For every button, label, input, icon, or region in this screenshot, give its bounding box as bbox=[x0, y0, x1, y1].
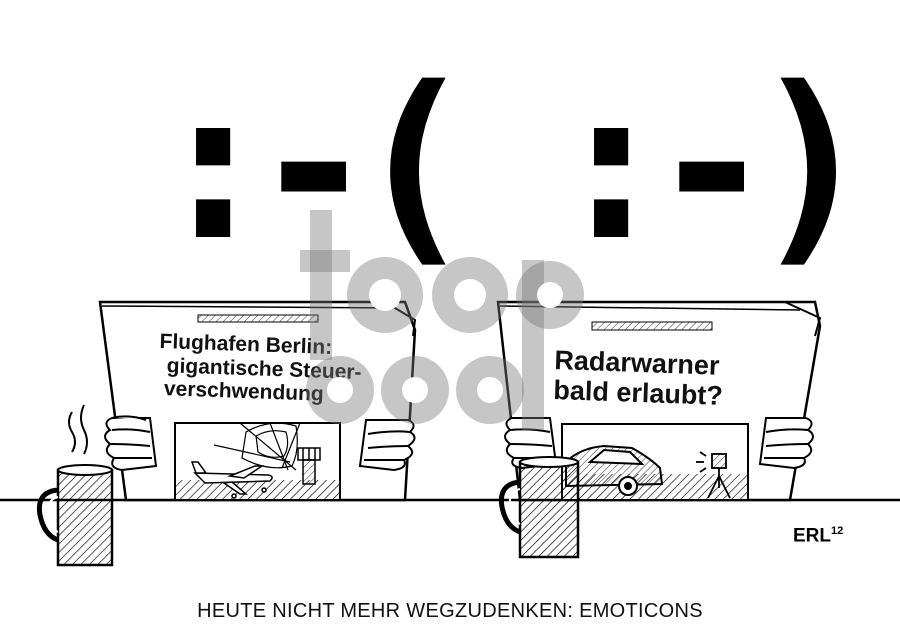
newspaper-left bbox=[98, 300, 417, 502]
newspaper-right bbox=[496, 300, 822, 502]
hand-right-icon bbox=[758, 417, 814, 470]
signature-text: ERL bbox=[793, 525, 831, 547]
coffee-mug-right bbox=[498, 456, 580, 559]
speed-camera-icon bbox=[696, 451, 731, 499]
car-icon bbox=[565, 444, 664, 496]
artist-signature: ERL12 bbox=[793, 525, 843, 547]
coffee-mug-left bbox=[36, 404, 114, 567]
happy-emoticon: :-) bbox=[548, 42, 875, 287]
hand-left-icon bbox=[504, 417, 558, 470]
hand-right-icon bbox=[358, 419, 416, 472]
airplane-icon bbox=[190, 461, 273, 499]
watermark-logo bbox=[300, 190, 600, 460]
sad-emoticon: :-( bbox=[150, 42, 477, 287]
signature-year: 12 bbox=[831, 525, 844, 537]
hand-left-icon bbox=[104, 415, 158, 472]
cartoon-caption: HEUTE NICHT MEHR WEGZUDENKEN: EMOTICONS bbox=[197, 600, 703, 622]
control-tower-icon bbox=[297, 447, 321, 485]
